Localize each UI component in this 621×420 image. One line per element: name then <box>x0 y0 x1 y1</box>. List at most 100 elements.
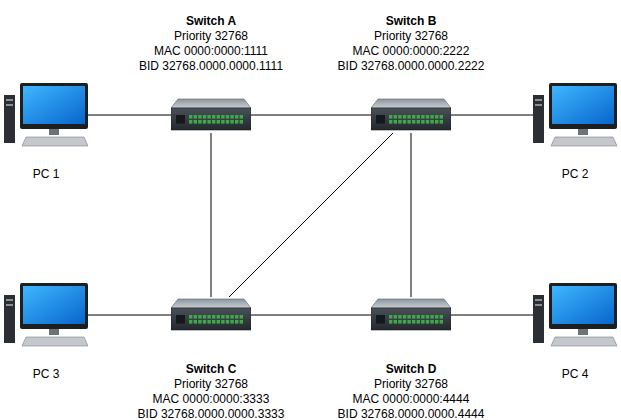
switch-port <box>412 115 415 119</box>
switch-port <box>426 115 429 119</box>
switch-node: Switch BPriority 32768MAC 0000:0000:2222… <box>371 97 451 133</box>
switch-port <box>426 315 429 319</box>
switch-panel <box>376 115 385 124</box>
pc-tower <box>4 295 15 343</box>
node-heading: Switch B <box>338 14 485 29</box>
switch-port <box>394 315 397 319</box>
pc-icon <box>533 83 617 147</box>
pc-icon <box>533 283 617 347</box>
switch-port <box>226 115 229 119</box>
switch-port <box>403 320 406 324</box>
switch-port <box>394 320 397 324</box>
switch-port <box>440 115 443 119</box>
switch-port <box>440 120 443 124</box>
pc-screen <box>23 86 85 124</box>
switch-port <box>403 315 406 319</box>
switch-node: Switch CPriority 32768MAC 0000:0000:3333… <box>171 297 251 333</box>
switch-port <box>217 320 220 324</box>
switch-front <box>171 108 251 130</box>
text-block: Switch APriority 32768MAC 0000:0000:1111… <box>139 14 283 74</box>
switch-port <box>212 120 215 124</box>
link-line <box>229 133 393 297</box>
text-block: Switch BPriority 32768MAC 0000:0000:2222… <box>338 14 485 74</box>
pc-monitor <box>549 83 617 129</box>
node-heading: Switch D <box>338 362 485 377</box>
switch-port <box>407 315 410 319</box>
switch-port <box>230 120 233 124</box>
switch-icon <box>171 97 251 133</box>
switch-port <box>235 320 238 324</box>
node-detail: MAC 0000:0000:3333 <box>138 392 285 407</box>
pc-icon <box>4 83 88 147</box>
switch-port <box>403 115 406 119</box>
pc-stand <box>49 129 59 135</box>
switch-port <box>412 320 415 324</box>
text-block: Switch CPriority 32768MAC 0000:0000:3333… <box>138 362 285 420</box>
pc-tower <box>533 95 544 143</box>
switch-port <box>194 315 197 319</box>
pc-icon <box>4 283 88 347</box>
pc-node: PC 4 <box>533 283 617 347</box>
pc-screen <box>23 286 85 324</box>
switch-port <box>226 320 229 324</box>
text-block: PC 2 <box>562 167 589 182</box>
switch-port <box>221 120 224 124</box>
pc-node: PC 1 <box>4 83 88 147</box>
node-detail: BID 32768.0000.0000.3333 <box>138 407 285 420</box>
switch-icon <box>371 97 451 133</box>
node-detail: MAC 0000:0000:4444 <box>338 392 485 407</box>
pc-node: PC 2 <box>533 83 617 147</box>
node-detail: Priority 32768 <box>338 377 485 392</box>
link-line <box>251 315 371 316</box>
switch-port <box>226 315 229 319</box>
switch-port <box>235 115 238 119</box>
pc-drive <box>535 304 542 306</box>
switch-node: Switch DPriority 32768MAC 0000:0000:4444… <box>371 297 451 333</box>
switch-port <box>189 120 192 124</box>
node-detail: MAC 0000:0000:1111 <box>139 44 283 59</box>
switch-port <box>240 315 243 319</box>
node-detail: BID 32768.0000.0000.4444 <box>338 407 485 420</box>
switch-port <box>421 120 424 124</box>
switch-port <box>412 315 415 319</box>
switch-port <box>203 320 206 324</box>
switch-port <box>207 120 210 124</box>
pc-stand <box>578 129 588 135</box>
switch-icon <box>171 297 251 333</box>
pc-keyboard <box>551 137 617 146</box>
switch-port <box>430 315 433 319</box>
switch-node: Switch APriority 32768MAC 0000:0000:1111… <box>171 97 251 133</box>
switch-port <box>421 315 424 319</box>
switch-port <box>389 315 392 319</box>
pc-keyboard <box>22 337 88 346</box>
pc-drive <box>535 299 542 301</box>
switch-port <box>417 115 420 119</box>
pc-stand <box>578 329 588 335</box>
switch-port <box>240 120 243 124</box>
switch-panel <box>176 115 185 124</box>
switch-port <box>230 320 233 324</box>
pc-screen <box>552 86 614 124</box>
switch-port <box>198 120 201 124</box>
switch-port <box>230 315 233 319</box>
link-line <box>211 133 212 297</box>
switch-port <box>203 115 206 119</box>
node-detail: Priority 32768 <box>138 377 285 392</box>
pc-keyboard <box>22 137 88 146</box>
switch-port <box>189 315 192 319</box>
switch-front <box>171 308 251 330</box>
text-block: PC 1 <box>33 167 60 182</box>
pc-monitor <box>20 283 88 329</box>
link-line <box>88 315 171 316</box>
pc-monitor <box>549 283 617 329</box>
node-heading: PC 3 <box>33 367 60 382</box>
pc-drive <box>6 104 13 106</box>
text-block: Switch DPriority 32768MAC 0000:0000:4444… <box>338 362 485 420</box>
node-heading: PC 1 <box>33 167 60 182</box>
switch-port <box>203 315 206 319</box>
switch-front <box>371 108 451 130</box>
pc-drive <box>535 99 542 101</box>
switch-port <box>207 115 210 119</box>
switch-top <box>171 99 251 108</box>
